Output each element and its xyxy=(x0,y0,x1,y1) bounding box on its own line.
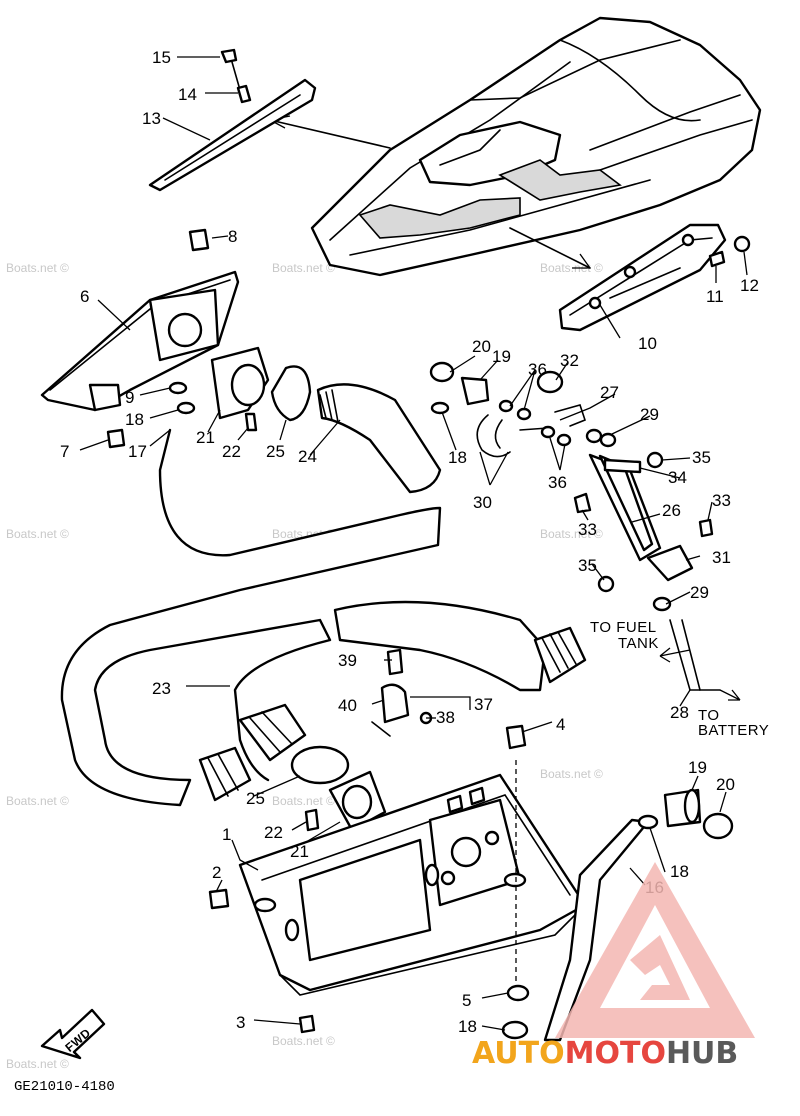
watermark-text: Boats.net © xyxy=(6,794,69,808)
callout-number: 15 xyxy=(152,48,171,67)
callout-number: 37 xyxy=(474,695,493,714)
forward-arrow-icon: FWD xyxy=(40,1008,106,1060)
fasteners-group xyxy=(298,724,530,1034)
part-10-panel-group xyxy=(558,223,751,332)
callout-number: 25 xyxy=(246,789,265,808)
watermark-text: Boats.net © xyxy=(6,261,69,275)
callout-number: 8 xyxy=(228,227,237,246)
callout-number: 5 xyxy=(462,991,471,1010)
to-battery-note: BATTERY xyxy=(698,722,769,739)
watermark-text: Boats.net © xyxy=(272,261,335,275)
callout-number: 26 xyxy=(662,501,681,520)
callout-number: 36 xyxy=(528,360,547,379)
callout-number: 18 xyxy=(448,448,467,467)
callout-number: 4 xyxy=(556,715,565,734)
callout-number: 9 xyxy=(125,388,134,407)
callout-number: 6 xyxy=(80,287,89,306)
watermark-text: Boats.net © xyxy=(540,527,603,541)
callout-number: 29 xyxy=(690,583,709,602)
to-battery-note: TO xyxy=(698,707,720,724)
callout-number: 33 xyxy=(712,491,731,510)
watermark-text: Boats.net © xyxy=(540,767,603,781)
callout-number: 30 xyxy=(473,493,492,512)
routing-notes: TO FUEL TANK TO BATTERY xyxy=(590,619,769,739)
callout-number: 18 xyxy=(125,410,144,429)
logo-text-auto: AUTO xyxy=(472,1036,565,1071)
callout-number: 31 xyxy=(712,548,731,567)
callout-number: 20 xyxy=(716,775,735,794)
to-fuel-tank-note: TO FUEL xyxy=(590,619,657,636)
callout-number: 1 xyxy=(222,825,231,844)
leader-lines xyxy=(79,56,748,1031)
callout-number: 36 xyxy=(548,473,567,492)
callout-number: 22 xyxy=(222,442,241,461)
logo-text-moto: MOTO xyxy=(565,1036,666,1071)
callout-number: 35 xyxy=(692,448,711,467)
lower-clamp-group xyxy=(290,745,387,832)
part-1-tray xyxy=(208,773,587,996)
upper-hose-group xyxy=(210,346,442,494)
watermark-text: Boats.net © xyxy=(6,1057,69,1071)
watermark-text: Boats.net © xyxy=(272,794,335,808)
logo-inner-mark-icon xyxy=(630,935,690,1000)
part-13-handle-group xyxy=(148,48,317,192)
callout-number: 19 xyxy=(492,347,511,366)
diagram-code: GE21010-4180 xyxy=(14,1079,115,1095)
callout-number: 23 xyxy=(152,679,171,698)
watermarks: Boats.net © Boats.net © Boats.net © Boat… xyxy=(6,261,603,1071)
logo-triangle-icon xyxy=(555,862,755,1038)
callout-number: 32 xyxy=(560,351,579,370)
callout-number: 21 xyxy=(196,428,215,447)
callout-number: 24 xyxy=(298,447,317,466)
callout-number: 27 xyxy=(600,383,619,402)
callout-number: 25 xyxy=(266,442,285,461)
callout-number: 12 xyxy=(740,276,759,295)
part-37-bracket-group xyxy=(371,648,433,737)
callout-number: 38 xyxy=(436,708,455,727)
svg-text:AUTOMOTOHUB: AUTOMOTOHUB xyxy=(472,1036,738,1071)
callout-number: 29 xyxy=(640,405,659,424)
automotohub-logo: AUTOMOTOHUB xyxy=(472,862,755,1071)
callout-number: 21 xyxy=(290,842,309,861)
callout-number: 3 xyxy=(236,1013,245,1032)
callout-number: 13 xyxy=(142,109,161,128)
callout-number: 7 xyxy=(60,442,69,461)
long-hose-group xyxy=(60,428,587,807)
filter-assembly-group xyxy=(429,361,741,701)
callout-number: 33 xyxy=(578,520,597,539)
callout-number: 10 xyxy=(638,334,657,353)
callout-number: 20 xyxy=(472,337,491,356)
callout-number: 2 xyxy=(212,863,221,882)
watermark-text: Boats.net © xyxy=(6,527,69,541)
callout-number: 28 xyxy=(670,703,689,722)
callout-numbers: 1 2 3 4 5 6 7 8 9 10 11 12 13 14 15 16 1… xyxy=(60,48,759,1036)
callout-number: 35 xyxy=(578,556,597,575)
part-6-cover-group xyxy=(40,228,240,449)
callout-number: 18 xyxy=(670,862,689,881)
watercraft-hull xyxy=(269,16,762,277)
to-fuel-tank-note: TANK xyxy=(618,635,659,652)
watermark-text: Boats.net © xyxy=(540,261,603,275)
callout-number: 34 xyxy=(668,468,687,487)
callout-number: 40 xyxy=(338,696,357,715)
callout-number: 22 xyxy=(264,823,283,842)
watermark-text: Boats.net © xyxy=(272,1034,335,1048)
callout-number: 39 xyxy=(338,651,357,670)
callout-number: 19 xyxy=(688,758,707,777)
callout-number: 11 xyxy=(706,287,724,306)
callout-number: 17 xyxy=(128,442,147,461)
part-16-hose-group xyxy=(501,788,734,1042)
callout-number: 18 xyxy=(458,1017,477,1036)
callout-number: 14 xyxy=(178,85,197,104)
logo-text-hub: HUB xyxy=(666,1036,738,1071)
